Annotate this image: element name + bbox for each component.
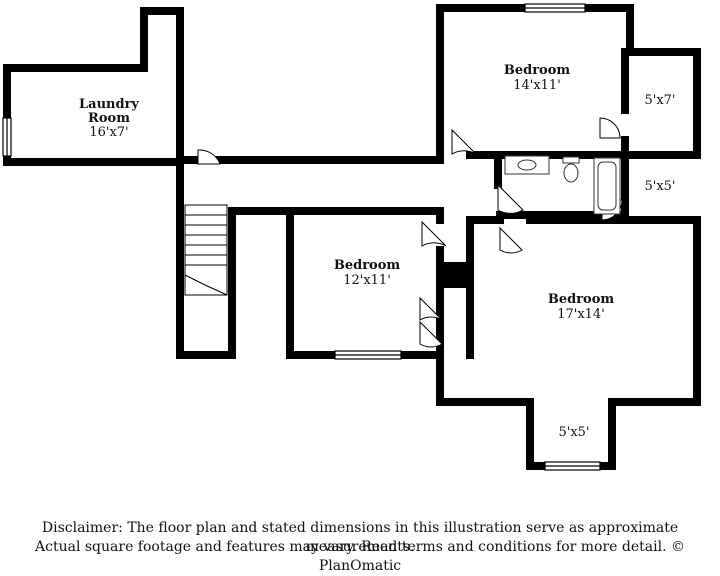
bedroom-right-dims: 17'x14'	[557, 307, 605, 322]
bath-fixtures	[504, 155, 621, 215]
door-closet-left-2	[419, 320, 443, 348]
disclaimer-line-1: Disclaimer: The floor plan and stated di…	[41, 520, 679, 555]
toilet-icon	[563, 163, 579, 183]
outer-wall-north	[3, 4, 701, 164]
stair-outline	[184, 204, 228, 296]
door-left-bedroom	[421, 220, 447, 247]
laundry-name-1: Laundry	[79, 97, 139, 112]
bedroom-left-dims: 12'x11'	[343, 273, 391, 288]
sink-icon	[517, 159, 537, 171]
door-right-bedroom	[499, 226, 523, 254]
column-block	[443, 262, 470, 288]
bedroom-top-name: Bedroom	[504, 63, 571, 78]
floor-plan: Laundry Room 16'x7' Bedroom 14'x11' 5'x7…	[2, 3, 701, 471]
bedroom-left-name: Bedroom	[334, 258, 401, 273]
door-bath	[497, 183, 524, 214]
left-bedroom-top-wall	[286, 207, 444, 224]
laundry-name-2: Room	[88, 111, 130, 126]
laundry-dims: 16'x7'	[89, 125, 128, 140]
door-closet-top	[599, 117, 621, 139]
disclaimer-line-2: Actual square footage and features may v…	[35, 539, 685, 574]
door-closet-left-1	[419, 296, 443, 321]
toilet-tank	[562, 156, 580, 164]
windows	[2, 3, 601, 471]
closet-bottom-wall	[621, 136, 701, 159]
door-top-bedroom	[451, 128, 477, 155]
doors	[197, 117, 623, 348]
closet-top-right-dims: 5'x7'	[644, 93, 675, 108]
stairs	[184, 204, 228, 296]
bay-dims: 5'x5'	[558, 425, 589, 440]
bedroom-top-dims: 14'x11'	[513, 78, 561, 93]
bedroom-right-name: Bedroom	[548, 292, 615, 307]
closet-mid-right-dims: 5'x5'	[644, 179, 675, 194]
door-laundry	[197, 149, 221, 165]
walls	[3, 4, 701, 470]
